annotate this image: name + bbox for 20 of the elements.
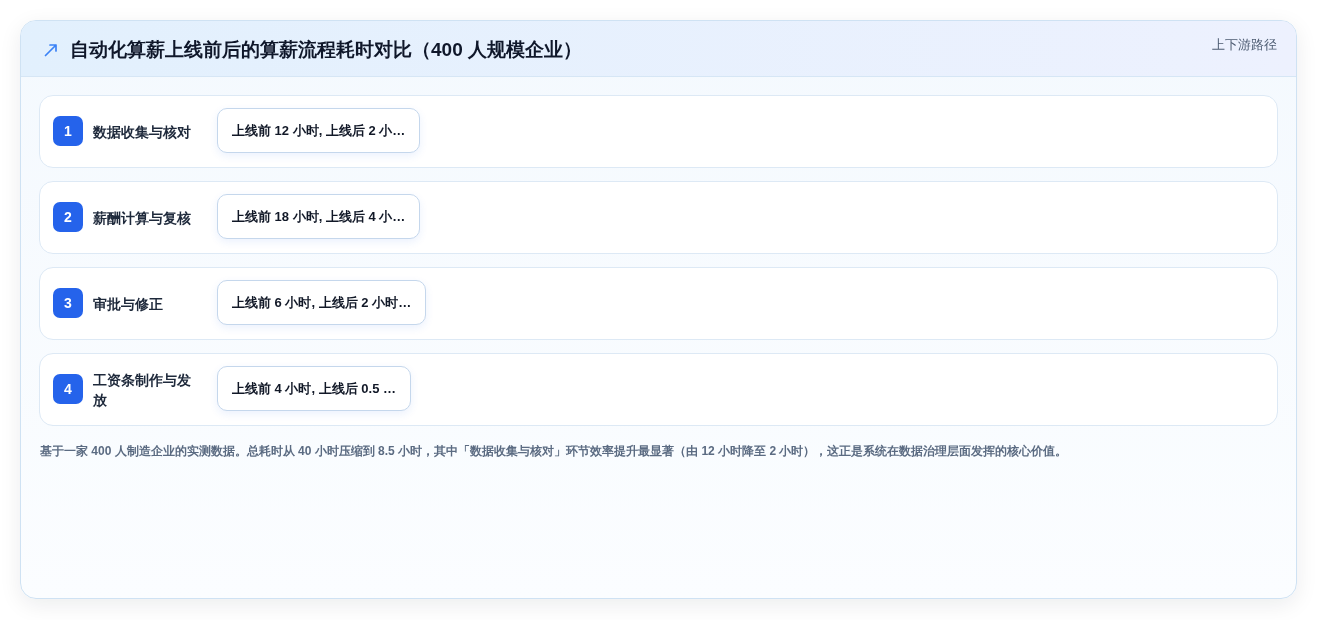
title: 自动化算薪上线前后的算薪流程耗时对比（400 人规模企业）	[70, 38, 582, 62]
step-number: 1	[53, 116, 83, 146]
footnote: 基于一家 400 人制造企业的实测数据。总耗时从 40 小时压缩到 8.5 小时，其中「数据收集与核对」环节效率提升最显著（由 12 小时降至 2 小时），这正是系统在数据治理层面发挥的核心价值。	[40, 443, 1068, 459]
step-row	[39, 95, 1278, 168]
duration-tag: 上线前 6 小时, 上线后 2 小时…	[217, 280, 427, 325]
duration-tag: 上线前 4 小时, 上线后 0.5 …	[217, 366, 411, 411]
step-name: 薪酬计算与复核	[93, 208, 191, 228]
step-number: 3	[53, 288, 83, 318]
duration-tag: 上线前 18 小时, 上线后 4 小…	[217, 194, 421, 239]
card-panel	[20, 20, 1297, 599]
step-name: 数据收集与核对	[93, 122, 191, 142]
step-number: 4	[53, 374, 83, 404]
step-number: 2	[53, 202, 83, 232]
step-name: 工资条制作与发放	[93, 370, 192, 410]
step-row	[39, 181, 1278, 254]
step-row	[39, 353, 1278, 426]
step-name: 审批与修正	[93, 294, 163, 314]
header-note: 上下游路径	[1212, 37, 1277, 53]
step-row	[39, 267, 1278, 340]
duration-tag: 上线前 12 小时, 上线后 2 小…	[217, 108, 421, 153]
